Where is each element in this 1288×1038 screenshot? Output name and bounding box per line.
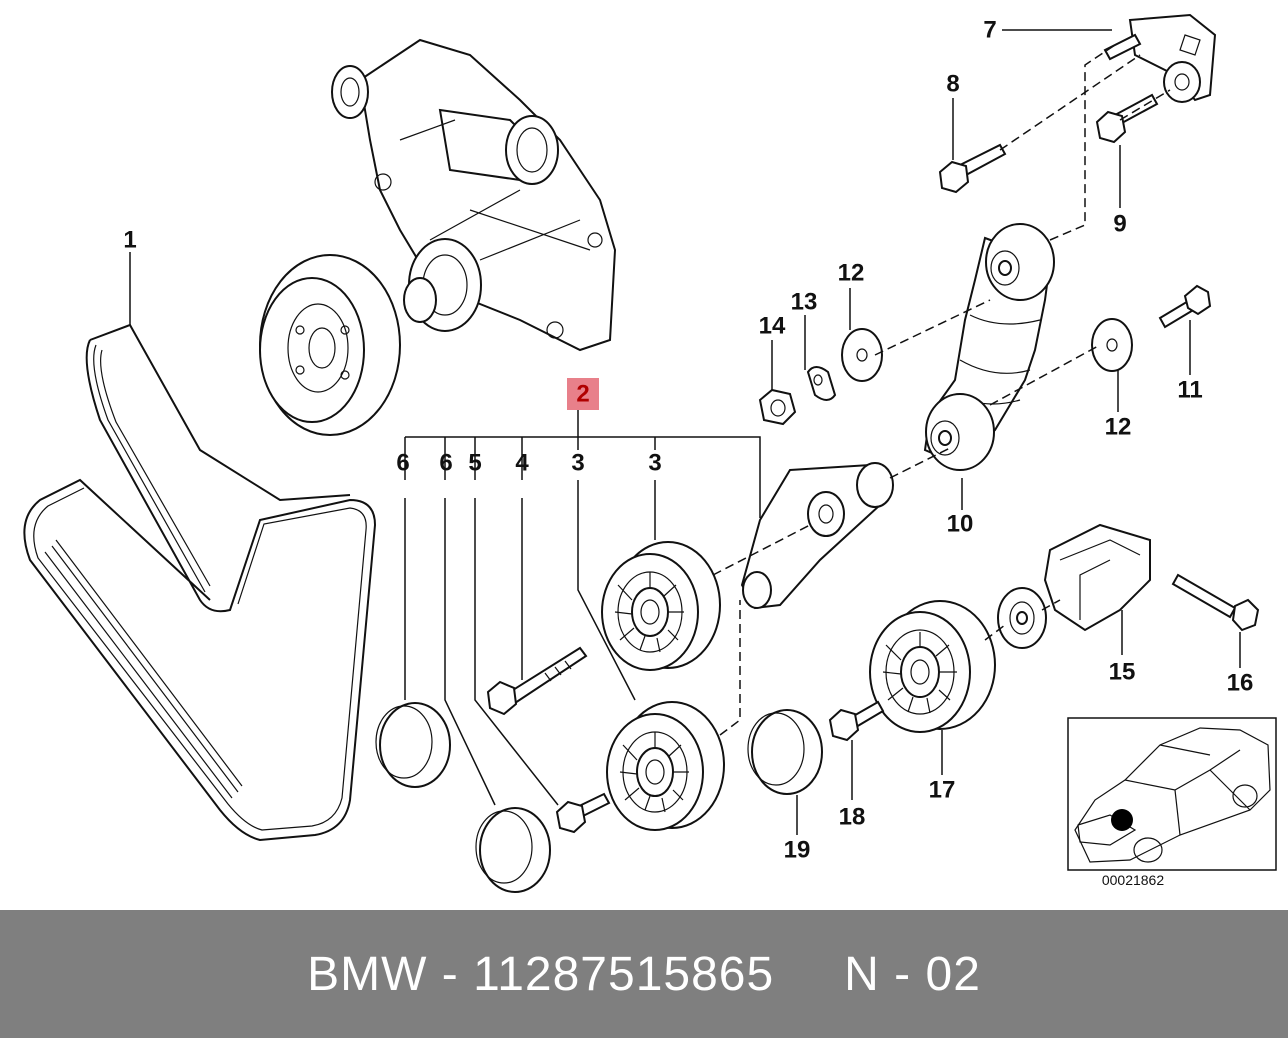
callout-4: 4 bbox=[515, 450, 529, 477]
drawing-number: 00021862 bbox=[1102, 872, 1165, 888]
footer-separator: - bbox=[427, 947, 474, 1001]
callout-18: 18 bbox=[839, 804, 866, 831]
callout-15: 15 bbox=[1109, 659, 1136, 686]
footer-part-number: 11287515865 bbox=[473, 947, 775, 1001]
callout-14: 14 bbox=[759, 313, 786, 340]
parts-diagram: 1 2 6 6 5 4 3 3 7 8 9 12 13 14 11 12 10 … bbox=[23, 13, 1277, 893]
vehicle-location-inset: 00021862 bbox=[1067, 717, 1277, 888]
callout-6a: 6 bbox=[396, 450, 409, 477]
callout-1: 1 bbox=[123, 227, 136, 254]
assembly-lines bbox=[712, 44, 1171, 736]
leader-lines bbox=[129, 29, 1241, 835]
location-marker bbox=[1111, 809, 1133, 831]
water-pump-illustration bbox=[259, 38, 617, 436]
footer-page-code: N - 02 bbox=[844, 947, 981, 1001]
callout-6b: 6 bbox=[439, 450, 452, 477]
callout-16: 16 bbox=[1227, 670, 1254, 697]
callout-5: 5 bbox=[468, 450, 481, 477]
callout-3a: 3 bbox=[571, 450, 584, 477]
callout-8: 8 bbox=[946, 71, 959, 98]
callout-9: 9 bbox=[1113, 211, 1126, 238]
callout-12a: 12 bbox=[838, 260, 865, 287]
footer-bar: BMW - 11287515865 N - 02 bbox=[0, 910, 1288, 1038]
callout-13: 13 bbox=[791, 289, 818, 316]
callout-labels: 1 2 6 6 5 4 3 3 7 8 9 12 13 14 11 12 10 … bbox=[123, 17, 1253, 864]
tensioner-assembly-illustration bbox=[601, 13, 1217, 831]
callout-7: 7 bbox=[983, 17, 996, 44]
callout-10: 10 bbox=[947, 511, 974, 538]
callout-17: 17 bbox=[929, 777, 956, 804]
drive-belt-illustration bbox=[23, 323, 377, 842]
callout-11: 11 bbox=[1177, 377, 1202, 404]
callout-3b: 3 bbox=[648, 450, 661, 477]
callout-2: 2 bbox=[576, 381, 589, 408]
highlight-box bbox=[567, 378, 599, 410]
footer-brand: BMW bbox=[307, 947, 428, 1001]
callout-12b: 12 bbox=[1105, 414, 1132, 441]
hardware-illustrations bbox=[375, 33, 1260, 893]
callout-19: 19 bbox=[784, 837, 811, 864]
